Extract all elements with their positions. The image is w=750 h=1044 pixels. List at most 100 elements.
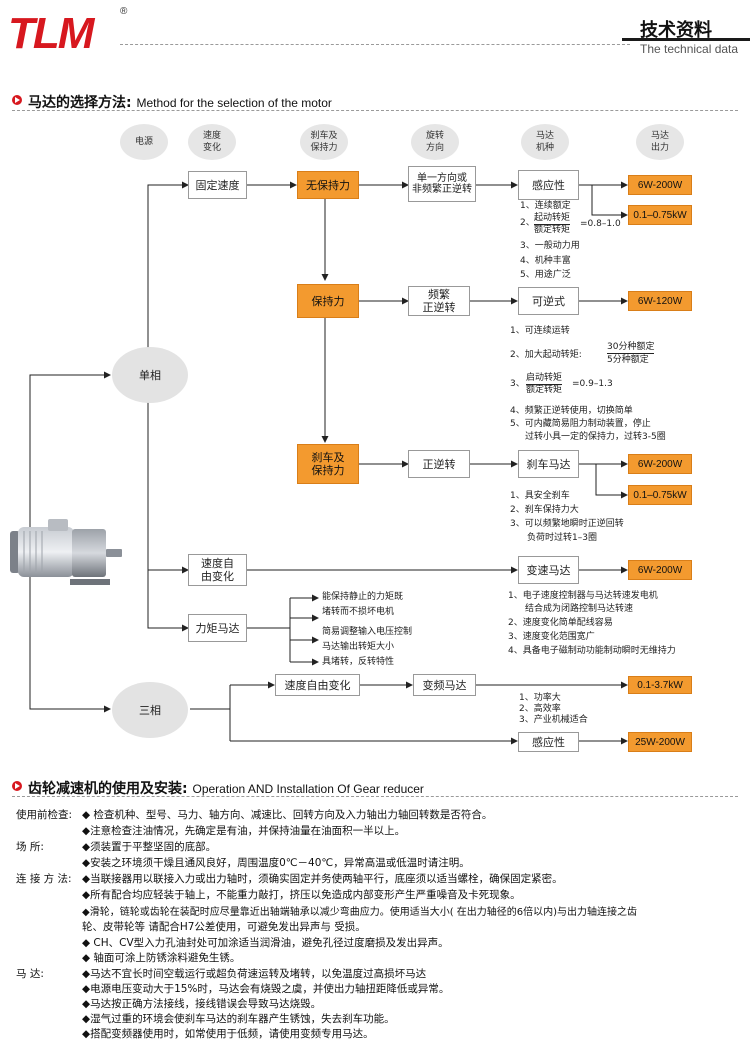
install-motor-4: ◆湿气过重的环境会使刹车马达的刹车器产生锈蚀，失去刹车功能。 [82, 1013, 395, 1025]
install-place-2: ◆安装之环境须干燥且通风良好，周围温度0℃－40℃，异常高温或低温时请注明。 [82, 857, 470, 869]
inverter-motor-box: 变频马达 [413, 674, 476, 696]
note-rev-2-num: 30分种额定 [607, 342, 655, 354]
col-power: 电源 [120, 124, 168, 160]
header-title: 技术资料 [640, 20, 712, 41]
install-connect-5: ◆ CH、CV型入力孔油封处可加涂适当润滑油，避免孔径过度磨损及发出异声。 [82, 937, 449, 949]
note-induction-3: 3、一般动力用 [520, 241, 580, 251]
section2-title-cn: 齿轮减速机的使用及安装: [28, 781, 188, 797]
note-induction-1: 1、连续额定 [520, 201, 571, 211]
note-rev-5: 5、可内藏简易阻力制动装置，停止 [510, 419, 651, 429]
header-rule [120, 44, 630, 45]
install-motor-3: ◆马达按正确方法接线，接线错误会导致马达烧毁。 [82, 998, 322, 1010]
single-phase-node: 单相 [112, 347, 188, 403]
header-subtitle: The technical data [640, 42, 739, 56]
reversible-box: 可逆式 [518, 287, 579, 315]
section1-title-cn: 马达的选择方法: [28, 95, 132, 111]
install-motor-1: ◆马达不宜长时间空载运行或超负荷速运转及堵转，以免温度过高损坏马达 [82, 968, 427, 980]
output-6-200-box: 6W-200W [628, 175, 692, 195]
logo: TLM [8, 9, 94, 58]
speed-free-box: 速度自 由变化 [188, 554, 247, 586]
three-phase-node: 三相 [112, 682, 188, 738]
col-output: 马达 出力 [636, 124, 684, 160]
note-induction-numerator: 起动转矩 [534, 213, 571, 225]
note-rev-4: 4、频繁正逆转使用，切换简单 [510, 406, 633, 416]
output-01-075-box: 0.1–0.75kW [628, 205, 692, 225]
forward-reverse-box: 正逆转 [408, 450, 470, 478]
one-direction-box: 单一方向或 非频繁正逆转 [408, 166, 476, 202]
no-hold-box: 无保持力 [297, 171, 359, 199]
note-brake-3: 3、可以频繁地瞬时正逆回转 [510, 519, 624, 529]
section2-rule [12, 796, 738, 797]
install-label-connect: 连 接 方 法: [16, 873, 72, 885]
install-motor-5: ◆搭配变频器使用时，如常使用于低频，请使用变频专用马达。 [82, 1028, 374, 1040]
note-inv-1: 1、功率大 [519, 693, 561, 703]
induction-box: 感应性 [518, 170, 579, 200]
frequent-reverse-box: 频繁 正逆转 [408, 286, 470, 316]
note-induction-5: 5、用途广泛 [520, 270, 571, 280]
header-bar [622, 38, 750, 41]
install-motor-2: ◆电源电压变动大于15%时，马达会有烧毁之虞，并使出力轴扭距降低或异常。 [82, 983, 450, 995]
output-01-37-box: 0.1-3.7kW [628, 676, 692, 694]
output-6-120-box: 6W-120W [628, 291, 692, 311]
install-label-check: 使用前检查: [16, 809, 73, 821]
note-rev-3-ratio: =0.9–1.3 [572, 379, 613, 389]
note-brake-1: 1、具安全刹车 [510, 491, 570, 501]
induction-3-box: 感应性 [518, 732, 579, 752]
install-connect-2: ◆所有配合均应轻装于轴上，不能重力敲打，挤压以免造成内部变形产生严重噪音及卡死现… [82, 889, 521, 901]
note-rev-1: 1、可连续运转 [510, 326, 570, 336]
section1-title-en: Method for the selection of the motor [136, 96, 332, 110]
col-direction: 旋转 方向 [411, 124, 459, 160]
install-place-1: ◆须装置于平整坚固的底部。 [82, 841, 217, 853]
note-var-5: 4、具备电子磁制动功能制动瞬时无维持力 [508, 646, 676, 656]
note-induction-denominator: 额定转矩 [534, 225, 571, 235]
section1-title: 马达的选择方法: Method for the selection of the… [28, 92, 332, 112]
note-inv-2: 2、高效率 [519, 704, 561, 714]
note-torque-1: 能保持静止的力矩既 [322, 592, 404, 602]
torque-motor-box: 力矩马达 [188, 614, 247, 642]
note-brake-2: 2、刹车保持力大 [510, 505, 579, 515]
note-torque-3: 简易调整输入电压控制 [322, 627, 413, 637]
note-var-2: 结合成为闭路控制马达转速 [525, 604, 634, 614]
fixed-speed-box: 固定速度 [188, 171, 247, 199]
output-25-200-box: 25W-200W [628, 732, 692, 752]
section-play-icon [12, 95, 22, 105]
note-rev-3-num: 启动转矩 [526, 373, 563, 385]
note-induction-ratio: =0.8–1.0 [580, 219, 621, 229]
install-connect-4: 轮、皮带轮等 请配合H7公差使用，可避免发出异声与 受损。 [82, 921, 366, 933]
section2-title: 齿轮减速机的使用及安装: Operation AND Installation … [28, 778, 424, 798]
install-label-place: 场 所: [16, 841, 44, 853]
note-var-4: 3、速度变化范围宽广 [508, 632, 595, 642]
section1-rule [12, 110, 738, 111]
note-torque-2: 堵转而不损坏电机 [322, 607, 395, 617]
install-connect-6: ◆ 轴面可涂上防锈涂料避免生锈。 [82, 952, 241, 964]
section2-title-en: Operation AND Installation Of Gear reduc… [192, 782, 424, 796]
note-rev-2: 2、加大起动转矩: [510, 350, 582, 360]
note-var-1: 1、电子速度控制器与马达转速发电机 [508, 591, 658, 601]
output-6-200b-box: 6W-200W [628, 454, 692, 474]
hold-box: 保持力 [297, 284, 359, 318]
col-motor-type: 马达 机种 [521, 124, 569, 160]
speed-free-3-box: 速度自由变化 [275, 674, 360, 696]
section-play-icon [12, 781, 22, 791]
registered-mark: ® [120, 6, 128, 17]
install-connect-3: ◆滑轮，链轮或齿轮在装配时应尽量靠近出轴端轴承以减少弯曲应力。使用适当大小( 在… [82, 907, 638, 918]
install-connect-1: ◆当联接器用以联接入力或出力轴时，须确实固定并务使两轴平行，底座须以适当螺栓，确… [82, 873, 563, 885]
install-check-2: ◆注意检查注油情况，先确定是有油，并保持油量在油面积一半以上。 [82, 825, 406, 837]
note-rev-6: 过转小具一定的保持力，过转3-5圈 [525, 432, 666, 442]
note-rev-3-den: 额定转矩 [526, 385, 563, 395]
note-torque-4: 马达输出转矩大小 [322, 642, 395, 652]
gear-motor-image [8, 515, 126, 593]
output-01-075b-box: 0.1–0.75kW [628, 485, 692, 505]
note-induction-2: 2、 [520, 218, 535, 228]
brake-motor-box: 刹车马达 [518, 450, 579, 478]
brake-hold-box: 刹车及 保持力 [297, 444, 359, 484]
note-torque-5: 具堵转，反转特性 [322, 657, 395, 667]
col-speed: 速度 变化 [188, 124, 236, 160]
col-brake: 刹车及 保持力 [300, 124, 348, 160]
note-var-3: 2、速度变化简单配线容易 [508, 618, 613, 628]
variable-speed-box: 变速马达 [518, 556, 579, 584]
note-rev-3: 3、 [510, 379, 525, 389]
output-6-200c-box: 6W-200W [628, 560, 692, 580]
install-label-motor: 马 达: [16, 968, 44, 980]
note-inv-3: 3、产业机械适合 [519, 715, 588, 725]
